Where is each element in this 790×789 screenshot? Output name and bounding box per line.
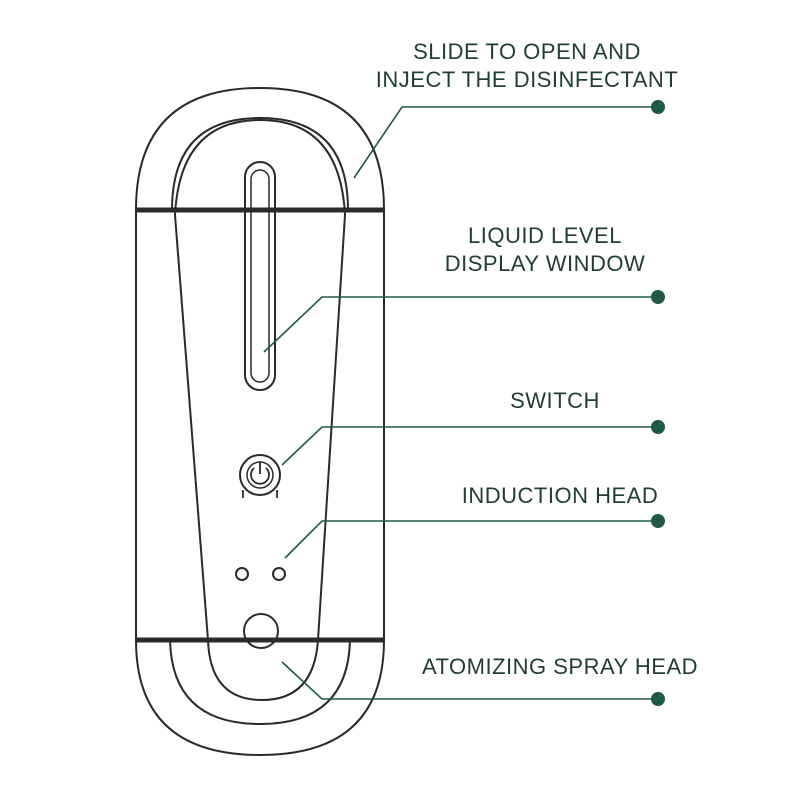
callout-switch-line-1: SWITCH (510, 388, 600, 413)
leader-dot-liquid (651, 290, 665, 304)
front-panel (174, 214, 346, 702)
induction-sensor-right (272, 567, 286, 581)
leader-line-spray (281, 661, 658, 700)
callout-liquid-line-2: DISPLAY WINDOW (444, 251, 646, 276)
callout-switch-label: SWITCH (495, 387, 615, 415)
leader-line-induction (284, 520, 658, 559)
callout-spray-line-1: ATOMIZING SPRAY HEAD (421, 654, 699, 679)
callout-induction-label: INDUCTION HEAD (445, 482, 675, 510)
leader-dot-switch (651, 420, 665, 434)
induction-sensor-left (235, 567, 249, 581)
callout-slide-line-2: INJECT THE DISINFECTANT (375, 67, 679, 92)
leader-dot-induction (651, 514, 665, 528)
leader-dot-spray (651, 692, 665, 706)
leader-line-switch (281, 426, 658, 466)
liquid-window-inner (250, 169, 270, 383)
callout-spray-label: ATOMIZING SPRAY HEAD (410, 653, 710, 681)
callout-slide-label: SLIDE TO OPEN AND INJECT THE DISINFECTAN… (372, 38, 682, 94)
bottom-cap-inner-arc (169, 639, 351, 726)
callout-liquid-label: LIQUID LEVEL DISPLAY WINDOW (430, 222, 660, 278)
spray-head (243, 613, 279, 649)
callout-slide-line-1: SLIDE TO OPEN AND (413, 39, 641, 64)
liquid-window (244, 161, 276, 391)
callout-liquid-line-1: LIQUID LEVEL (468, 223, 622, 248)
callout-induction-line-1: INDUCTION HEAD (461, 483, 659, 508)
power-switch (239, 454, 281, 498)
leader-dot-slide (651, 100, 665, 114)
leader-line-liquid (263, 296, 658, 353)
leader-line-slide (353, 106, 658, 179)
top-cap-inner-arc (171, 116, 349, 211)
front-panel-top (174, 118, 346, 216)
